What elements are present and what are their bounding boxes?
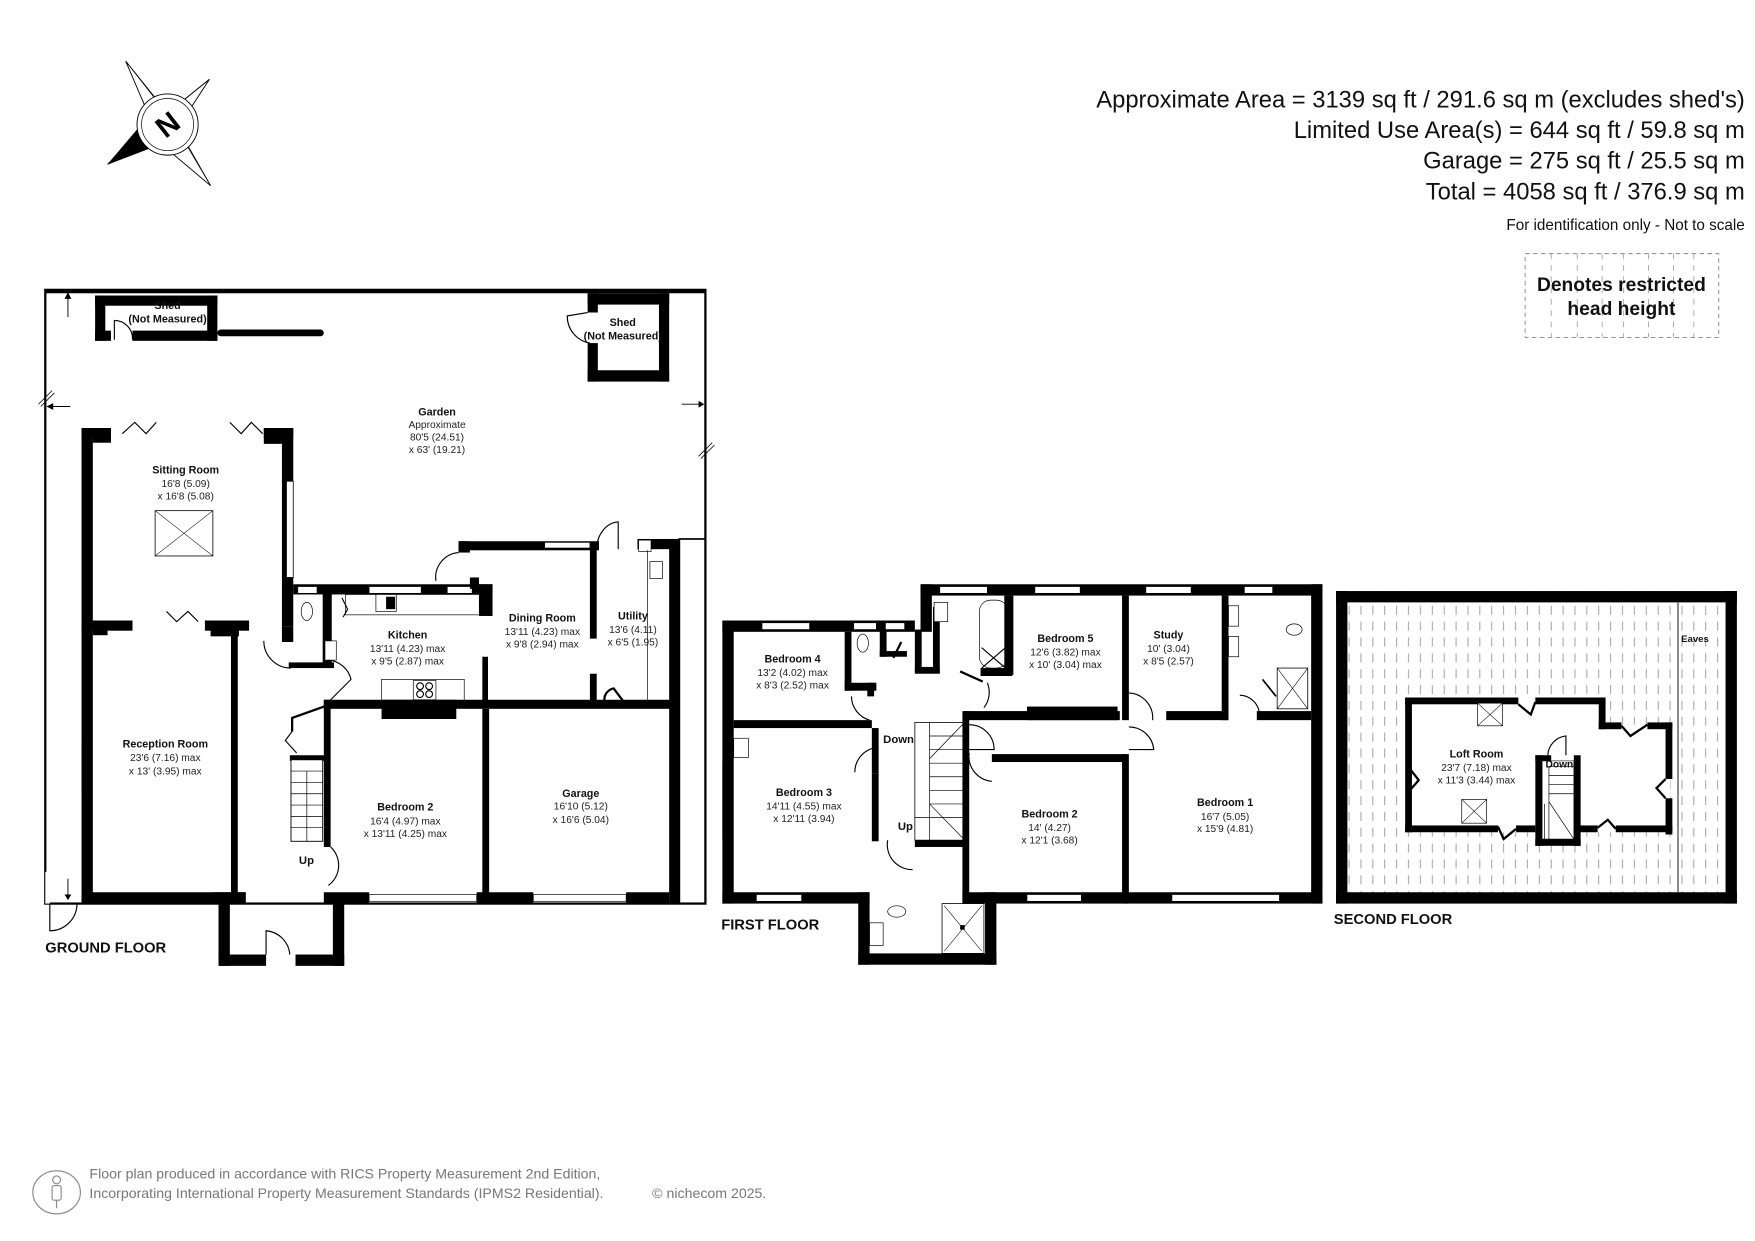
garden-name: Garden xyxy=(418,407,456,419)
legend-line-1: Denotes restricted xyxy=(1537,275,1706,296)
sitting-room-name: Sitting Room xyxy=(152,464,219,476)
study-name: Study xyxy=(1154,630,1184,642)
ground-floor-plan: Shed (Not Measured) Shed (Not Measured) … xyxy=(38,288,715,966)
person-icon xyxy=(32,1170,81,1215)
garage-dims-1: 16'10 (5.12) xyxy=(554,802,608,813)
bedroom-1-dims-2: x 15'9 (4.81) xyxy=(1197,824,1253,835)
shed-2-name: Shed xyxy=(610,317,636,329)
disclaimer: For identification only - Not to scale xyxy=(1506,217,1744,234)
kitchen-dims-1: 13'11 (4.23) max xyxy=(370,644,445,655)
second-floor-plan: Eaves xyxy=(1334,591,1737,928)
area-summary: Approximate Area = 3139 sq ft / 291.6 sq… xyxy=(1096,87,1745,234)
kitchen-name: Kitchen xyxy=(388,630,427,642)
utility-name: Utility xyxy=(618,610,648,622)
bedroom-5-dims-1: 12'6 (3.82) max xyxy=(1030,648,1100,659)
garage-area: Garage = 275 sq ft / 25.5 sq m xyxy=(1423,148,1745,175)
bedroom-2-gf-dims-1: 16'4 (4.97) max xyxy=(370,816,440,827)
garden-dims-1: Approximate xyxy=(408,420,466,431)
kitchen-dims-2: x 9'5 (2.87) max xyxy=(371,657,444,668)
bedroom-2-gf-dims-2: x 13'11 (4.25) max xyxy=(364,829,447,840)
dining-room-dims-2: x 9'8 (2.94) max xyxy=(506,640,579,651)
bedroom-2-ff-dims-2: x 12'1 (3.68) xyxy=(1021,836,1077,847)
bedroom-1-dims-1: 16'7 (5.05) xyxy=(1201,812,1249,823)
bedroom-4-dims-1: 13'2 (4.02) max xyxy=(757,668,827,679)
bedroom-2-ff-name: Bedroom 2 xyxy=(1022,809,1078,821)
first-stairs-up-label: Up xyxy=(898,821,913,833)
garage-dims-2: x 16'6 (5.04) xyxy=(553,815,609,826)
footer-line-1: Floor plan produced in accordance with R… xyxy=(89,1166,600,1182)
utility-dims-1: 13'6 (4.11) xyxy=(609,625,657,636)
bedroom-5-dims-2: x 10' (3.04) max xyxy=(1029,660,1102,671)
reception-room-name: Reception Room xyxy=(123,738,208,750)
dining-room-dims-1: 13'11 (4.23) max xyxy=(505,627,580,638)
bedroom-1-name: Bedroom 1 xyxy=(1197,797,1253,809)
garage-name: Garage xyxy=(562,788,599,800)
total-area: Total = 4058 sq ft / 376.9 sq m xyxy=(1426,178,1745,205)
compass-north-icon: N xyxy=(107,60,211,187)
ground-stairs-up-label: Up xyxy=(299,855,314,867)
reception-room-dims-2: x 13' (3.95) max xyxy=(129,766,202,777)
bedroom-3-dims-2: x 12'11 (3.94) xyxy=(773,814,834,825)
first-stairs-down-label: Down xyxy=(883,734,914,746)
first-floor-plan: Bedroom 4 13'2 (4.02) max x 8'3 (2.52) m… xyxy=(721,584,1323,965)
bedroom-3-dims-1: 14'11 (4.55) max xyxy=(766,802,841,813)
limited-use-area: Limited Use Area(s) = 644 sq ft / 59.8 s… xyxy=(1294,117,1745,144)
bedroom-3-name: Bedroom 3 xyxy=(776,787,832,799)
loft-room-name: Loft Room xyxy=(1450,749,1504,761)
dining-room-name: Dining Room xyxy=(509,613,576,625)
bedroom-5-name: Bedroom 5 xyxy=(1037,633,1093,645)
first-floor-title: FIRST FLOOR xyxy=(721,918,819,934)
restricted-head-height-legend: Denotes restricted head height xyxy=(1524,253,1720,338)
eaves-label: Eaves xyxy=(1681,634,1709,645)
shed-1-dims: (Not Measured) xyxy=(128,314,207,326)
garden-dims-3: x 63' (19.21) xyxy=(409,445,465,456)
bedroom-2-gf-name: Bedroom 2 xyxy=(377,802,433,814)
second-floor-title: SECOND FLOOR xyxy=(1334,912,1453,928)
sitting-room-dims-2: x 16'8 (5.08) xyxy=(158,491,214,502)
second-stairs-down-label: Down xyxy=(1546,760,1574,771)
bedroom-4-name: Bedroom 4 xyxy=(765,653,821,665)
garden-dims-2: 80'5 (24.51) xyxy=(410,432,464,443)
loft-room-dims-1: 23'7 (7.18) max xyxy=(1441,763,1511,774)
reception-room-dims-1: 23'6 (7.16) max xyxy=(130,753,200,764)
sitting-room-dims-1: 16'8 (5.09) xyxy=(161,479,209,490)
bedroom-4-dims-2: x 8'3 (2.52) max xyxy=(756,680,829,691)
utility-dims-2: x 6'5 (1.95) xyxy=(608,637,659,648)
shed-1-name: Shed xyxy=(154,300,180,312)
shed-2-dims: (Not Measured) xyxy=(584,331,663,343)
footer-line-2: Incorporating International Property Mea… xyxy=(89,1185,603,1201)
study-dims-1: 10' (3.04) xyxy=(1147,644,1190,655)
copyright: © nichecom 2025. xyxy=(652,1185,766,1201)
legend-line-2: head height xyxy=(1567,299,1676,320)
bedroom-2-ff-dims-1: 14' (4.27) xyxy=(1028,823,1071,834)
approximate-area: Approximate Area = 3139 sq ft / 291.6 sq… xyxy=(1096,87,1745,114)
study-dims-2: x 8'5 (2.57) xyxy=(1143,657,1194,668)
ground-floor-title: GROUND FLOOR xyxy=(45,940,166,956)
footer: Floor plan produced in accordance with R… xyxy=(32,1166,766,1215)
loft-room-dims-2: x 11'3 (3.44) max xyxy=(1438,776,1516,787)
